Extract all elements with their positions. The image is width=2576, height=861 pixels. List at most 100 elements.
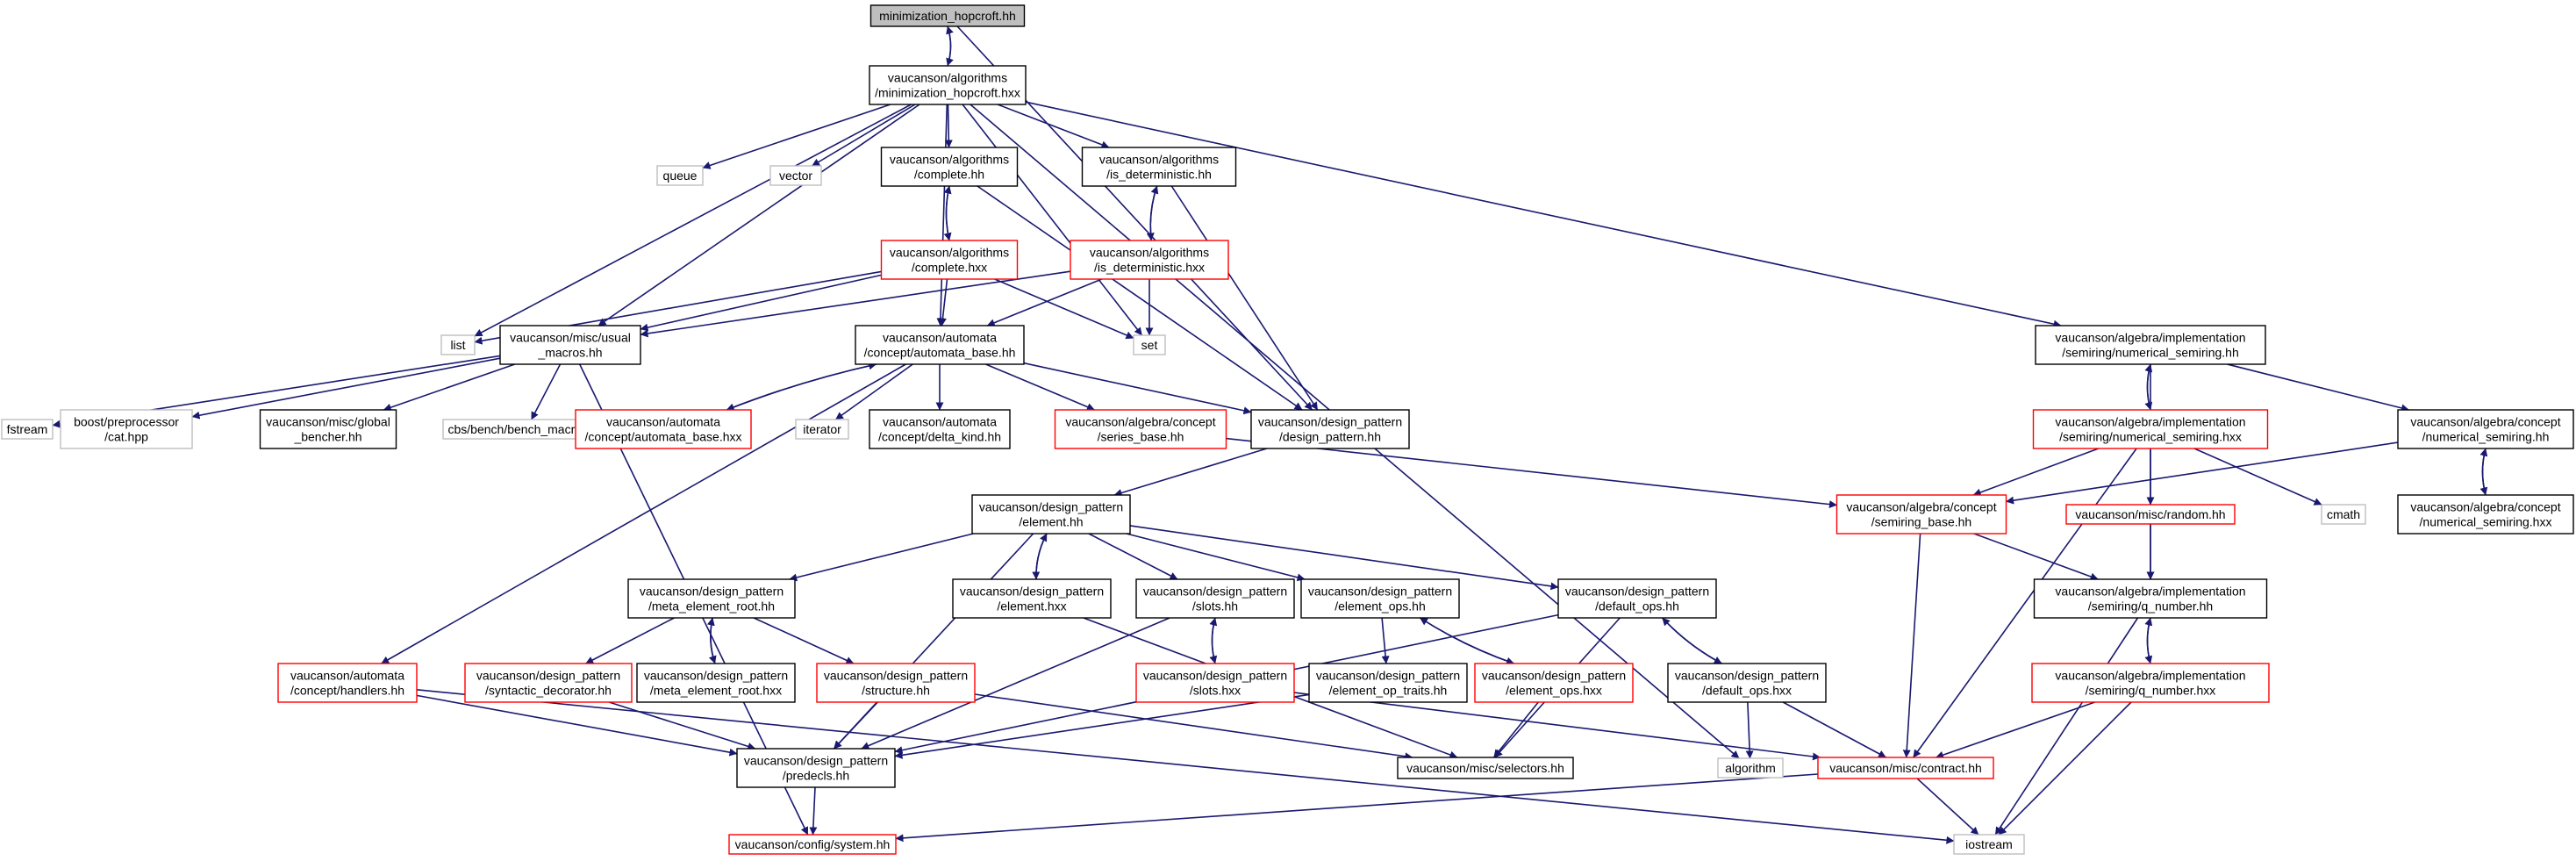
edge-n_autobase-to-n_iterator [834,363,913,420]
node-label: vaucanson/design_pattern [744,754,888,768]
node-contract[interactable]: vaucanson/misc/contract.hh [1817,757,1994,779]
node-label: cmath [2327,507,2360,521]
edge-n_numsr_hxx-to-n_cmath [2193,448,2322,506]
node-box [2397,494,2574,535]
node-box [2033,578,2268,619]
node-label: vaucanson/design_pattern [1143,669,1287,683]
node-list[interactable]: list [440,334,476,355]
node-bencher[interactable]: vaucanson/misc/global_bencher.hh [259,409,397,449]
node-label: vaucanson/automata [883,331,997,345]
node-numsr-hxx[interactable]: vaucanson/algebra/implementation/semirin… [2032,409,2269,449]
node-selectors[interactable]: vaucanson/misc/selectors.hh [1397,757,1574,779]
edge-n_hxx-to-n_numsr_hh [1025,101,2062,328]
node-vector[interactable]: vector [769,165,822,186]
node-dp[interactable]: vaucanson/design_pattern/design_pattern.… [1250,409,1410,449]
node-hxx[interactable]: vaucanson/algorithms/minimization_hopcro… [869,65,1027,105]
node-box [259,409,397,449]
node-syntactic[interactable]: vaucanson/design_pattern/syntactic_decor… [464,663,633,703]
node-system[interactable]: vaucanson/config/system.hh [728,834,897,855]
edge-n_hxx-to-n_queue [702,104,891,169]
node-label: /cat.hpp [104,430,148,444]
node-label: /concept/automata_base.hh [864,346,1016,360]
node-element-hxx[interactable]: vaucanson/design_pattern/element.hxx [952,578,1112,619]
node-box [277,663,418,703]
node-srbase[interactable]: vaucanson/algebra/concept/semiring_base.… [1835,494,2007,535]
node-concept-numsr-hh[interactable]: vaucanson/algebra/concept/numerical_semi… [2397,409,2574,449]
node-box [499,325,641,365]
node-box [1557,578,1717,619]
edge-n_usual-to-n_boostcat [191,357,501,420]
edge-n_qnum_hxx-to-n_iostream [1998,701,2132,836]
node-label: vaucanson/design_pattern [1565,585,1709,599]
node-box [769,165,822,186]
edge-n_hxx-to-n_list [474,104,912,337]
node-label: set [1141,338,1158,352]
node-elops-hxx[interactable]: vaucanson/design_pattern/element_ops.hxx [1474,663,1634,703]
node-box [728,834,897,855]
node-meta-hh[interactable]: vaucanson/design_pattern/meta_element_ro… [627,578,796,619]
node-label: /design_pattern.hh [1279,430,1381,444]
node-defops-hxx[interactable]: vaucanson/design_pattern/default_ops.hxx [1667,663,1827,703]
node-seriesbase[interactable]: vaucanson/algebra/concept/series_base.hh [1054,409,1227,449]
node-meta-hxx[interactable]: vaucanson/design_pattern/meta_element_ro… [636,663,796,703]
node-label: /slots.hxx [1190,684,1241,698]
node-deltakind[interactable]: vaucanson/automata/concept/delta_kind.hh [869,409,1011,449]
node-iterator[interactable]: iterator [795,419,849,440]
node-handlers[interactable]: vaucanson/automata/concept/handlers.hh [277,663,418,703]
edge-n_defops_hxx-to-n_defops_hh [1662,617,1722,664]
node-box [1133,334,1166,355]
edge-n_element_hh-to-n_defops_hh [1129,525,1559,591]
edge-n_numsr_hxx-to-n_numsr_hh [2144,363,2153,411]
node-slots-hh[interactable]: vaucanson/design_pattern/slots.hh [1135,578,1295,619]
edge-n_hxx-to-n_vector [812,104,916,167]
node-box [440,334,476,355]
node-predecls[interactable]: vaucanson/design_pattern/predecls.hh [736,748,896,788]
node-label: /is_deterministic.hxx [1094,261,1205,275]
node-label: /slots.hh [1192,599,1238,613]
node-box [2397,409,2574,449]
node-structure[interactable]: vaucanson/design_pattern/structure.hh [816,663,976,703]
node-cmath[interactable]: cmath [2321,504,2366,525]
node-iostream[interactable]: iostream [1953,834,2025,855]
node-element-hh[interactable]: vaucanson/design_pattern/element.hh [971,494,1131,535]
edge-n_concept_numsr_hh-to-n_srbase [2006,441,2399,505]
edge-n_meta_hh-to-n_structure [753,617,855,664]
node-set[interactable]: set [1133,334,1166,355]
node-elops-hh[interactable]: vaucanson/design_pattern/element_ops.hh [1300,578,1460,619]
node-label: vaucanson/misc/contract.hh [1829,761,1982,775]
node-queue[interactable]: queue [656,165,704,186]
node-fstream[interactable]: fstream [1,419,54,440]
node-boostcat[interactable]: boost/preprocessor/cat.hpp [60,409,193,449]
node-label: vaucanson/automata [290,669,404,683]
node-box [869,409,1011,449]
node-slots-hxx[interactable]: vaucanson/design_pattern/slots.hxx [1135,663,1295,703]
node-random[interactable]: vaucanson/misc/random.hh [2065,504,2236,525]
node-autobase-hxx[interactable]: vaucanson/automata/concept/automata_base… [575,409,752,449]
node-complete-hh[interactable]: vaucanson/algorithms/complete.hh [880,147,1019,187]
node-complete-hxx[interactable]: vaucanson/algorithms/complete.hxx [880,240,1019,280]
edge-n_numsr_hxx-to-n_srbase [1972,448,2100,497]
node-label: vaucanson/algebra/implementation [2055,331,2245,345]
node-box [869,4,1026,27]
node-numsr-hh[interactable]: vaucanson/algebra/implementation/semirin… [2035,325,2266,365]
node-isdet-hxx[interactable]: vaucanson/algorithms/is_deterministic.hx… [1070,240,1229,280]
node-cbs[interactable]: cbs/bench/bench_macros.hh [442,419,611,440]
node-box [880,147,1019,187]
node-label: /semiring/q_number.hh [2088,599,2213,613]
node-qnum-hxx[interactable]: vaucanson/algebra/implementation/semirin… [2031,663,2270,703]
node-defops-hh[interactable]: vaucanson/design_pattern/default_ops.hh [1557,578,1717,619]
node-box [575,409,752,449]
node-elop-traits[interactable]: vaucanson/design_pattern/element_op_trai… [1308,663,1468,703]
node-label: vaucanson/design_pattern [1675,669,1819,683]
node-usual[interactable]: vaucanson/misc/usual_macros.hh [499,325,641,365]
node-label: /concept/handlers.hh [290,684,404,698]
node-isdet-hh[interactable]: vaucanson/algorithms/is_deterministic.hh [1081,147,1237,187]
node-label: /structure.hh [862,684,930,698]
node-label: iostream [1965,837,2013,851]
node-label: /numerical_semiring.hh [2422,430,2550,444]
node-autobase[interactable]: vaucanson/automata/concept/automata_base… [855,325,1025,365]
node-root[interactable]: minimization_hopcroft.hh [869,4,1026,27]
node-qnum-hh[interactable]: vaucanson/algebra/implementation/semirin… [2033,578,2268,619]
node-algorithm[interactable]: algorithm [1717,757,1784,778]
node-concept-numsr-hxx[interactable]: vaucanson/algebra/concept/numerical_semi… [2397,494,2574,535]
